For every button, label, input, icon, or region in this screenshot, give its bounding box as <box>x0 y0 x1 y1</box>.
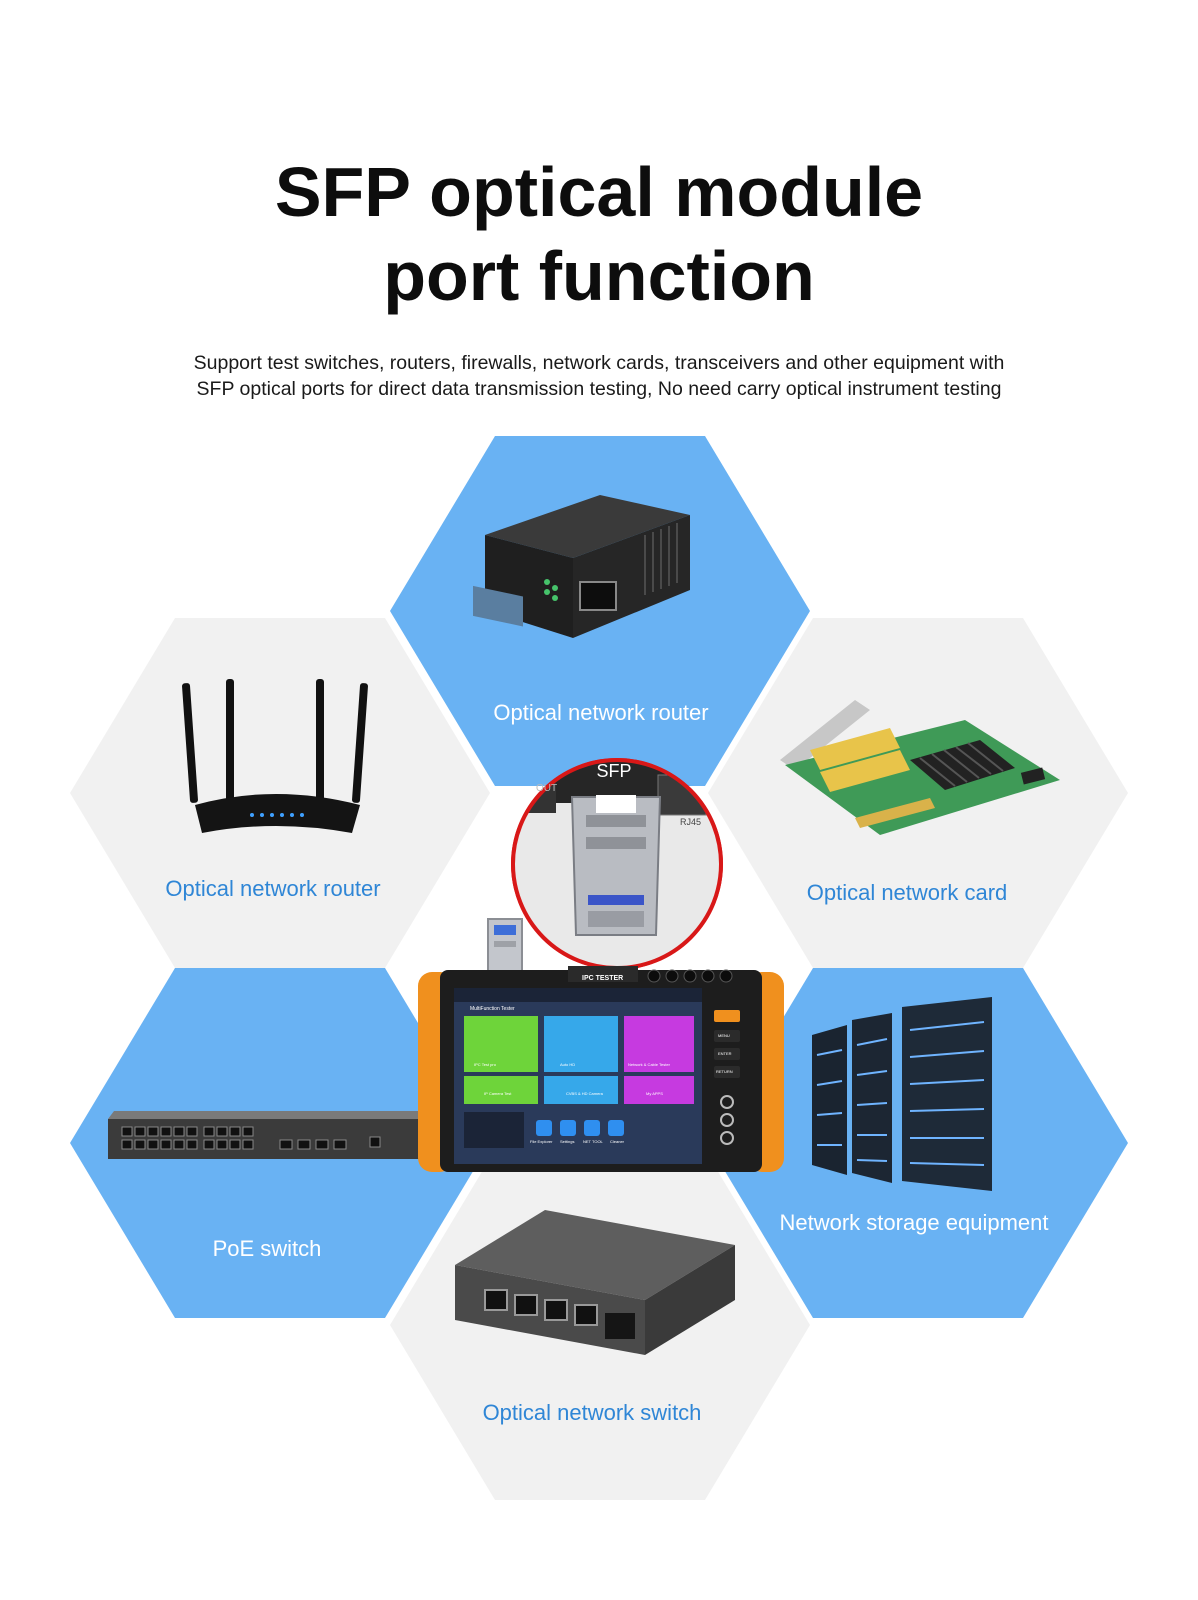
subtitle-line-1: Support test switches, routers, firewall… <box>193 352 1005 374</box>
zoom-sfp-label: SFP <box>596 761 631 781</box>
tester-dock-1: File Explorer <box>530 1139 553 1144</box>
storage-rack-image <box>812 997 992 1191</box>
zoom-rj45-label: RJ45 <box>680 817 701 827</box>
tester-return-button: RETURN <box>716 1069 733 1074</box>
optical-switch-image <box>455 1210 735 1355</box>
label-bottom-hex: Optical network switch <box>482 1400 702 1425</box>
tester-enter-button: ENTER <box>718 1051 732 1056</box>
poe-switch-image <box>108 1111 428 1159</box>
label-top-hex: Optical network router <box>493 700 709 725</box>
tester-menu-button: MENU <box>718 1033 730 1038</box>
label-lower-left-hex: PoE switch <box>212 1236 322 1261</box>
zoom-out-label: OUT <box>536 783 557 794</box>
network-card-image <box>780 700 1060 835</box>
page-subtitle: Support test switches, routers, firewall… <box>0 350 1198 402</box>
tester-dock-4: Cleaner <box>610 1139 625 1144</box>
title-line-2: port function <box>383 237 815 315</box>
media-converter-image <box>473 495 690 638</box>
subtitle-line-2: SFP optical ports for direct data transm… <box>196 378 1002 400</box>
label-lower-right-hex: Network storage equipment <box>779 1210 1049 1235</box>
tester-screen-title: MultiFunction Tester <box>470 1006 515 1012</box>
tester-dock-2: Settings <box>560 1139 575 1144</box>
tester-body <box>418 966 784 1172</box>
tester-app-2: Auto HD <box>560 1062 576 1067</box>
tester-top-label: IPC TESTER <box>582 975 624 982</box>
label-upper-right-hex: Optical network card <box>806 880 1008 905</box>
label-upper-left-hex: Optical network router <box>165 876 381 901</box>
ipc-tester-device: IPC TESTER MultiFunction Tester IPC Test… <box>418 966 784 1176</box>
sfp-zoom-callout: SFP RJ45 OUT <box>511 758 723 970</box>
tester-app-3: Network & Cable Tester <box>628 1062 670 1067</box>
tester-app-5: CVBS & HD Camera <box>566 1091 603 1096</box>
tester-app-4: IP Camera Test <box>484 1091 512 1096</box>
title-line-1: SFP optical module <box>274 153 924 231</box>
tester-dock-3: NET TOOL <box>583 1139 603 1144</box>
page-title: SFP optical module port function <box>0 150 1198 318</box>
tester-app-6: My APPS <box>646 1091 663 1096</box>
tester-app-1: IPC Test pro <box>474 1062 496 1067</box>
wifi-router-image <box>182 679 368 833</box>
